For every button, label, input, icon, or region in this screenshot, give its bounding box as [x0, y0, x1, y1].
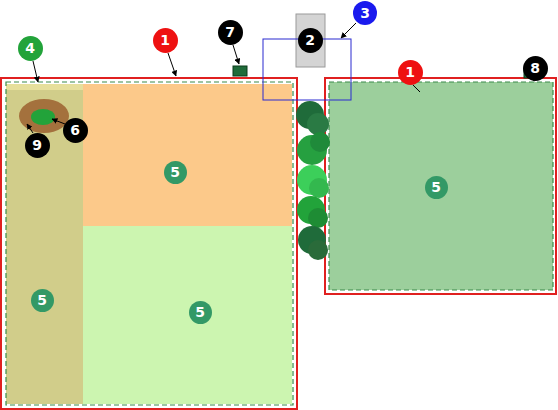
callout-number: 3 [353, 1, 377, 25]
callout-number: 8 [523, 56, 548, 81]
callout-number: 1 [153, 28, 178, 53]
callout-number: 5 [189, 301, 212, 324]
hedge [296, 101, 330, 260]
strip-edge [6, 84, 83, 90]
callout-number: 6 [63, 118, 88, 143]
meter-box [233, 66, 247, 76]
pond [31, 109, 55, 125]
leader-lines [27, 23, 535, 133]
callout-number: 7 [218, 20, 243, 45]
orange-area [83, 84, 292, 226]
callout-number: 5 [31, 289, 54, 312]
callout-number: 4 [18, 36, 43, 61]
plot-boundary [325, 78, 556, 294]
plot-boundary [1, 78, 297, 409]
dashed-boundary [329, 82, 553, 290]
callout-number: 5 [164, 161, 187, 184]
gate [296, 14, 325, 67]
callout-number: 1 [398, 60, 423, 85]
callout-number: 2 [298, 28, 323, 53]
callout-number: 5 [425, 176, 448, 199]
dashed-boundary [6, 82, 293, 405]
callout-number: 9 [25, 133, 50, 158]
light-green-area [83, 226, 292, 404]
pond-edge [19, 99, 69, 133]
